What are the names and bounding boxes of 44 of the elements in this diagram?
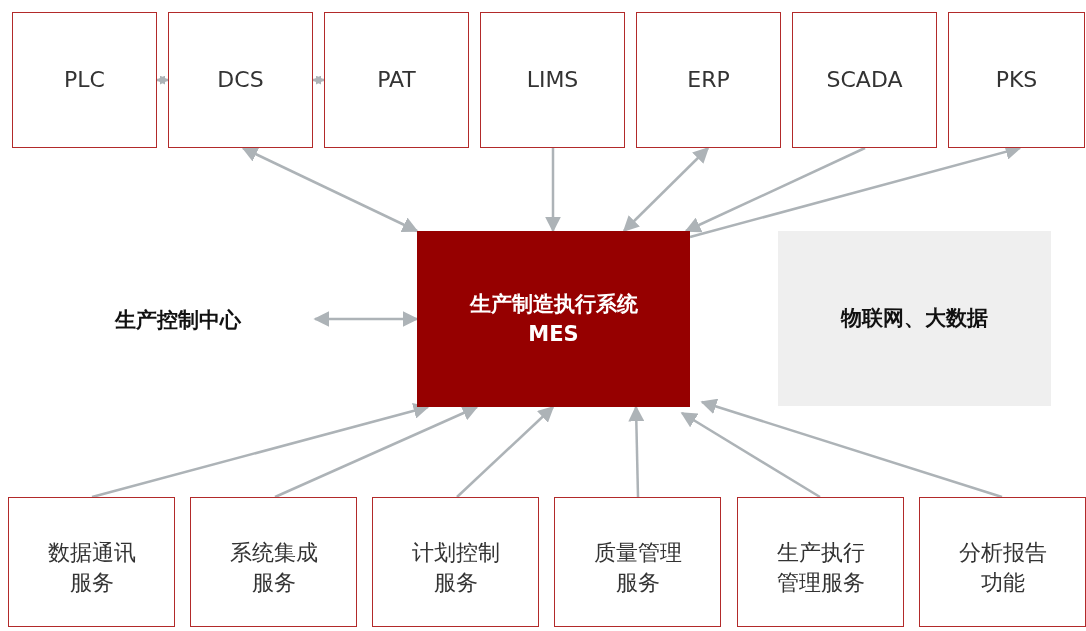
arrow — [156, 75, 169, 85]
node-label: 计划控制服务 — [410, 539, 501, 597]
node-label: PLC — [64, 66, 105, 95]
arrow — [241, 146, 419, 233]
system-box — [324, 12, 469, 148]
node-label: SCADA — [826, 66, 903, 95]
system-box — [792, 12, 937, 148]
node-label: 生产执行管理服务 — [775, 539, 866, 597]
arrow — [274, 405, 479, 499]
arrow — [313, 311, 419, 327]
system-box — [190, 497, 357, 627]
system-box — [372, 497, 539, 627]
node-label: 物联网、大数据 — [841, 305, 988, 333]
system-box — [737, 497, 904, 627]
system-box — [12, 12, 157, 148]
arrow — [680, 411, 821, 499]
central-system-box — [417, 231, 690, 407]
system-box — [919, 497, 1086, 627]
node-label: DCS — [217, 66, 264, 95]
system-box — [168, 12, 313, 148]
arrow — [628, 405, 645, 498]
node-label: 系统集成服务 — [228, 539, 319, 597]
node-label: ERP — [687, 66, 730, 95]
node-label: 生产制造执行系统 — [469, 290, 638, 318]
arrow — [684, 146, 866, 233]
arrow — [622, 146, 710, 233]
arrow — [545, 148, 561, 233]
system-box — [636, 12, 781, 148]
node-sublabel: MES — [528, 321, 579, 348]
arrow — [312, 75, 325, 85]
system-box — [8, 497, 175, 627]
node-label: LIMS — [526, 66, 579, 95]
system-box — [948, 12, 1085, 148]
node-label: 生产控制中心 — [114, 306, 241, 334]
arrow — [700, 398, 1003, 499]
node-label: 分析报告功能 — [957, 539, 1048, 597]
node-label: PAT — [377, 66, 416, 95]
node-label: 质量管理服务 — [592, 539, 683, 597]
arrow — [91, 403, 430, 499]
node-label: PKS — [995, 66, 1038, 95]
system-box — [480, 12, 625, 148]
node-label: 数据通讯服务 — [46, 539, 137, 597]
arrow — [456, 405, 555, 498]
system-box — [554, 497, 721, 627]
